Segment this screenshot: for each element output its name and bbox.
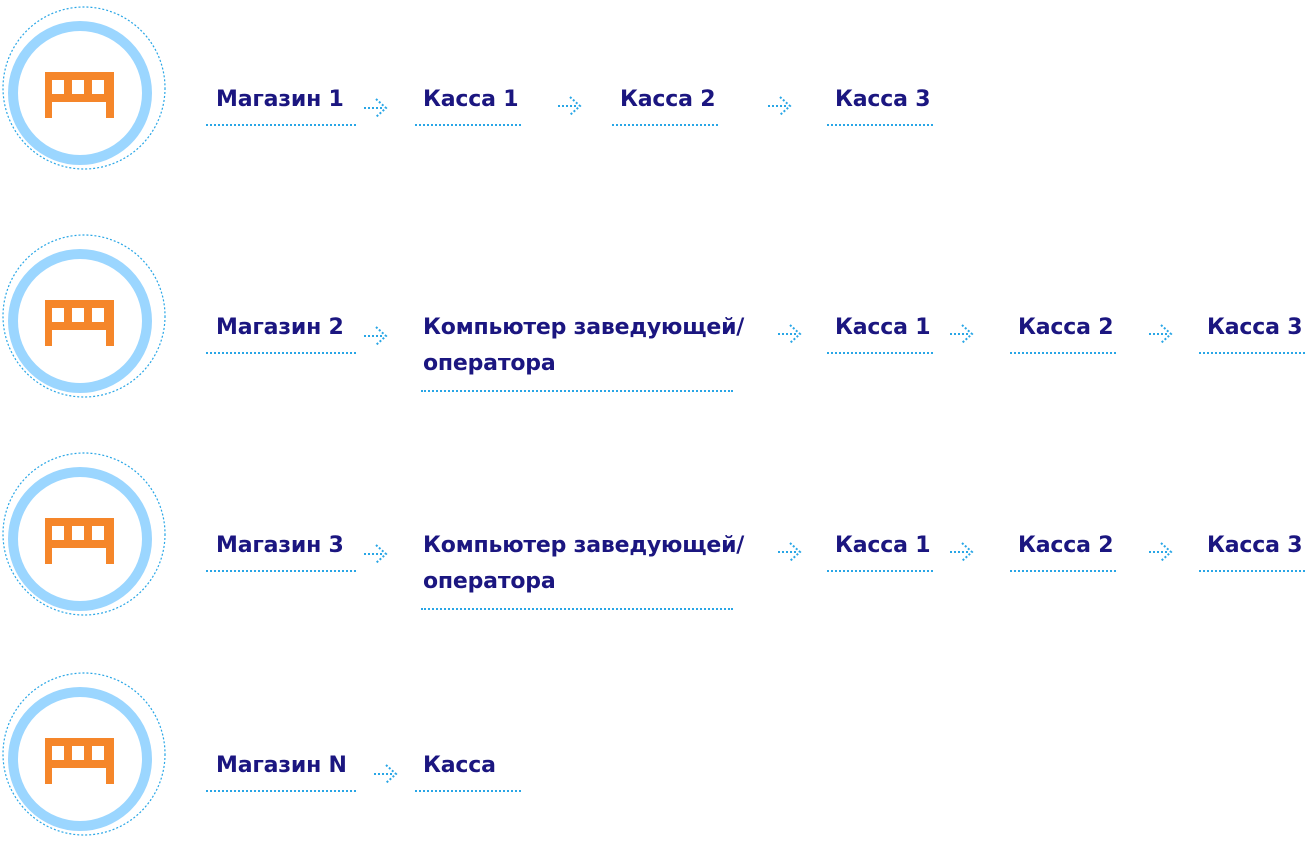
node-underline: [827, 570, 933, 572]
dotted-arrow-icon: [777, 542, 801, 562]
node-underline: [1199, 570, 1305, 572]
store-icon: [0, 228, 170, 400]
node-underline: [827, 352, 933, 354]
store-label: Магазин 2: [216, 315, 344, 340]
dotted-arrow-icon: [363, 544, 387, 564]
node-underline: [415, 124, 521, 126]
store-row-1: Магазин 1 Касса 1 Касса 2 Касса 3: [0, 0, 1308, 175]
node-underline: [1010, 352, 1116, 354]
dotted-arrow-icon: [363, 326, 387, 346]
store-icon: [0, 0, 170, 172]
dotted-arrow-icon: [363, 98, 387, 118]
store-underline: [206, 352, 356, 354]
node-underline: [1199, 352, 1305, 354]
store-icon: [0, 446, 170, 618]
dotted-arrow-icon: [767, 96, 791, 116]
dotted-arrow-icon: [949, 542, 973, 562]
node-underline: [612, 124, 718, 126]
operator-label-line-1: Компьютер заведующей/: [423, 533, 745, 558]
dotted-arrow-icon: [373, 764, 397, 784]
dotted-arrow-icon: [557, 96, 581, 116]
node-label: Касса 2: [620, 87, 716, 112]
node-label: Касса 1: [423, 87, 519, 112]
node-underline: [415, 790, 521, 792]
node-label: Касса 1: [835, 533, 931, 558]
dotted-arrow-icon: [1148, 324, 1172, 344]
operator-underline: [421, 390, 733, 392]
store-label: Магазин 3: [216, 533, 344, 558]
store-underline: [206, 790, 356, 792]
node-underline: [827, 124, 933, 126]
node-label: Касса 3: [835, 87, 931, 112]
dotted-arrow-icon: [777, 324, 801, 344]
store-underline: [206, 124, 356, 126]
node-label: Касса: [423, 753, 496, 778]
operator-label-line-2: оператора: [423, 351, 556, 376]
dotted-arrow-icon: [1148, 542, 1172, 562]
operator-label: Компьютер заведующей/ оператора: [423, 528, 744, 600]
node-label: Касса 2: [1018, 533, 1114, 558]
store-underline: [206, 570, 356, 572]
operator-label-line-2: оператора: [423, 569, 556, 594]
store-row-2: Магазин 2 Компьютер заведующей/ оператор…: [0, 228, 1308, 403]
store-label: Магазин 1: [216, 87, 344, 112]
store-row-3: Магазин 3 Компьютер заведующей/ оператор…: [0, 446, 1308, 621]
node-label: Касса 2: [1018, 315, 1114, 340]
operator-underline: [421, 608, 733, 610]
store-row-n: Магазин N Касса: [0, 666, 1308, 841]
store-icon: [0, 666, 170, 838]
node-label: Касса 3: [1207, 315, 1303, 340]
store-label: Магазин N: [216, 753, 347, 778]
operator-label-line-1: Компьютер заведующей/: [423, 315, 745, 340]
dotted-arrow-icon: [949, 324, 973, 344]
node-label: Касса 3: [1207, 533, 1303, 558]
node-underline: [1010, 570, 1116, 572]
node-label: Касса 1: [835, 315, 931, 340]
operator-label: Компьютер заведующей/ оператора: [423, 310, 744, 382]
